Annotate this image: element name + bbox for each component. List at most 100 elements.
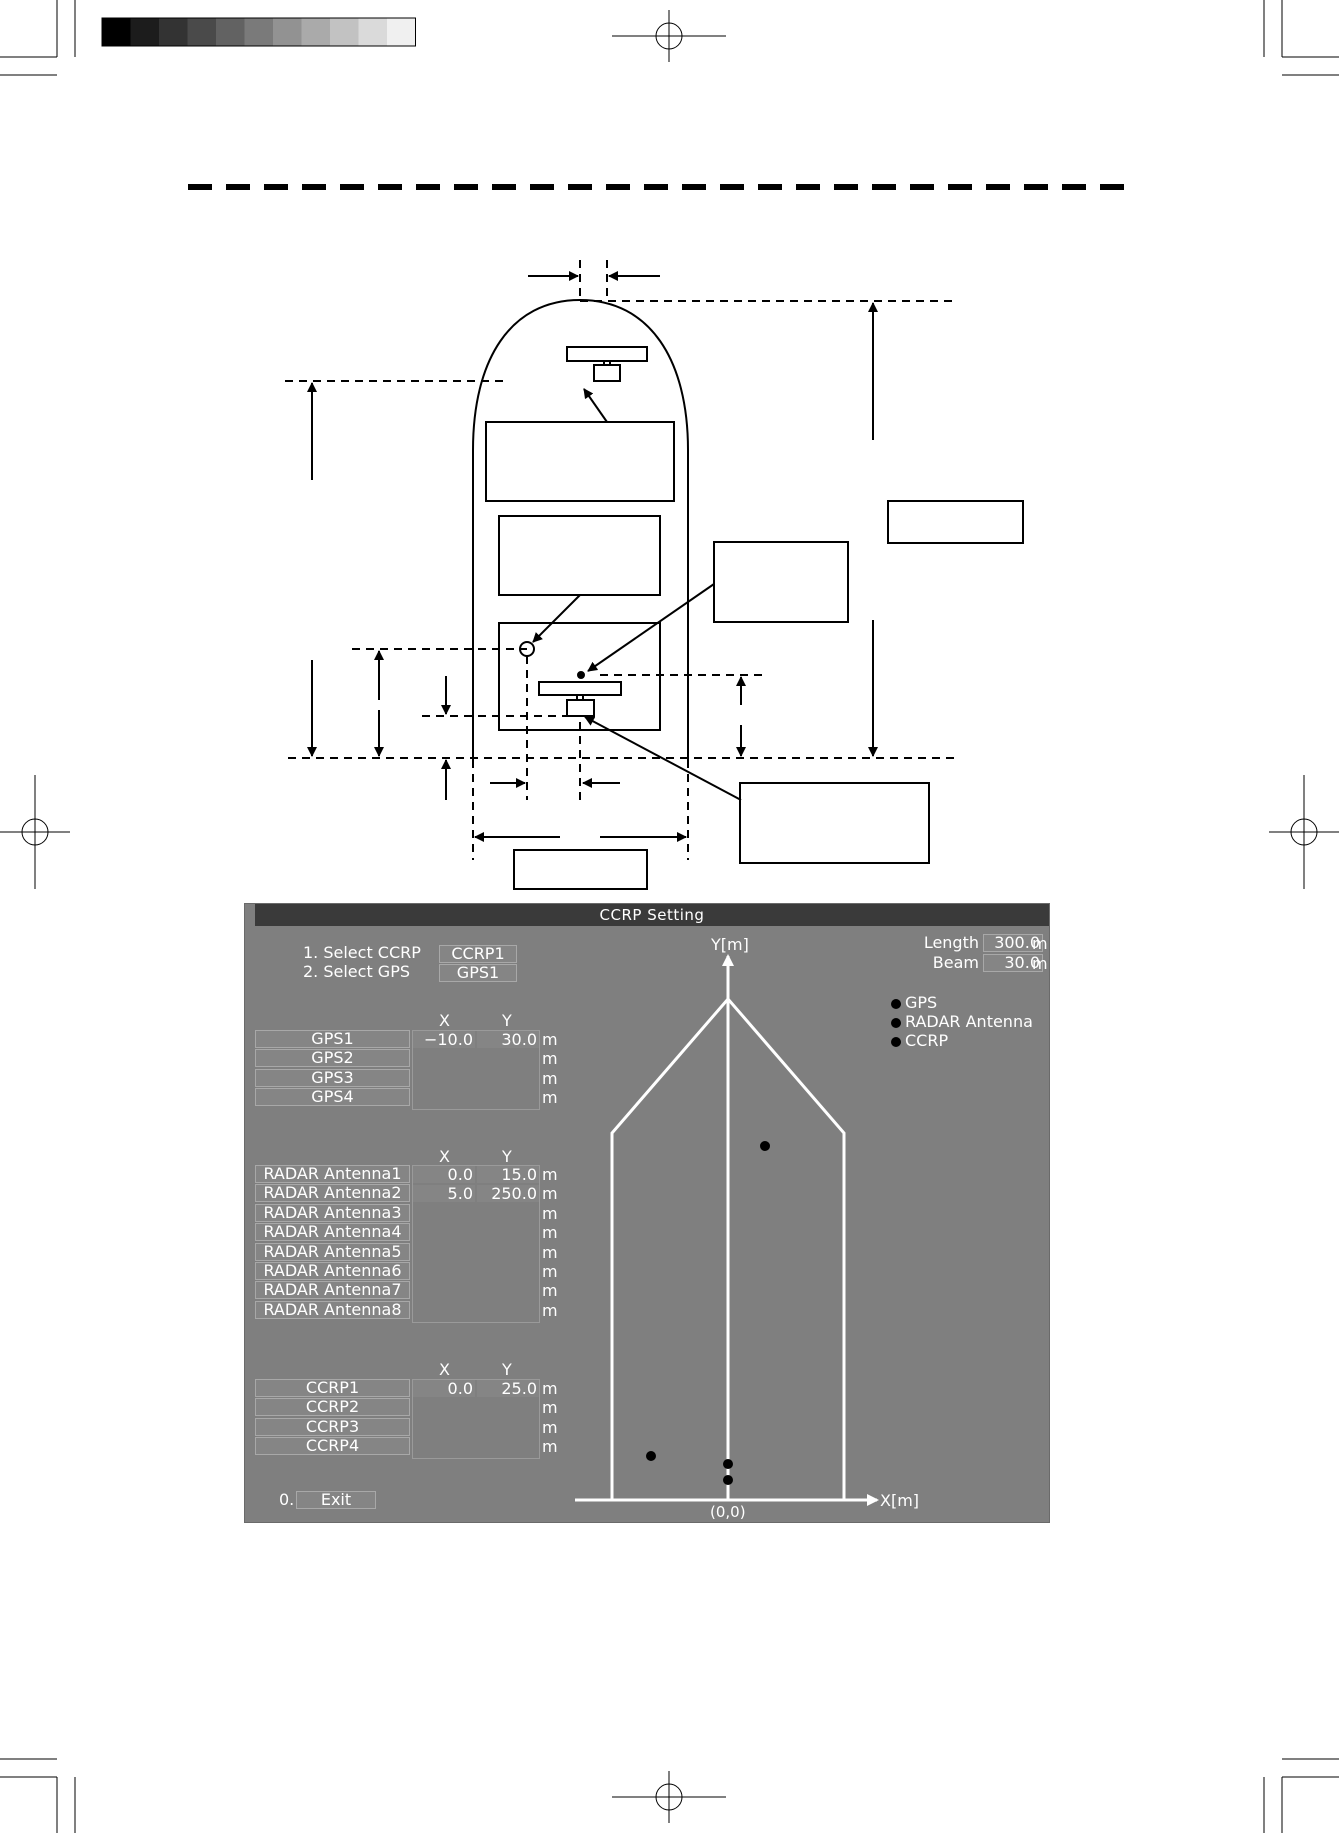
window-title: CCRP Setting: [255, 904, 1049, 926]
radar-row-y-field-8[interactable]: [477, 1302, 539, 1319]
gps-row-unit-2: m: [542, 1049, 558, 1069]
radar-row-unit-8: m: [542, 1300, 558, 1320]
radar-row-x-field-8[interactable]: [413, 1302, 475, 1319]
radar-row-y-field-4[interactable]: [477, 1224, 539, 1241]
radar-row-unit-6: m: [542, 1262, 558, 1281]
radar-row-y-field-1[interactable]: 15.0: [477, 1166, 539, 1183]
radar-column-x-header: X: [439, 1147, 450, 1166]
exit-index: 0.: [279, 1490, 295, 1509]
gps-row-name-3[interactable]: GPS3: [255, 1068, 410, 1087]
radar-row-x-field-4[interactable]: [413, 1224, 475, 1241]
radar-row-x-field-6[interactable]: [413, 1263, 475, 1280]
radar-column-y-header: Y: [502, 1147, 512, 1166]
ccrp-value-area: [412, 1379, 540, 1459]
upper-antenna-radiator: [566, 346, 648, 362]
radar-value-area: [412, 1165, 540, 1323]
gps-row-y-field-1[interactable]: 30.0: [477, 1031, 539, 1048]
gps-row-x-field-4[interactable]: [413, 1089, 475, 1106]
ccrp-position-marker: [577, 671, 585, 679]
radar-row-y-field-2[interactable]: 250.0: [477, 1185, 539, 1203]
radar-row-x-field-3[interactable]: [413, 1205, 475, 1222]
ccrp-row-name-3[interactable]: CCRP3: [255, 1417, 410, 1436]
gps-row-unit-4: m: [542, 1088, 558, 1108]
gps-row-unit-1: m: [542, 1030, 558, 1049]
gps-row-x-field-1[interactable]: −10.0: [413, 1031, 475, 1048]
plot-marker-radar-antenna1: [723, 1475, 733, 1485]
radar-row-unit-4: m: [542, 1223, 558, 1243]
beam-unit: m: [1032, 954, 1048, 973]
radar-row-name-7[interactable]: RADAR Antenna7: [255, 1281, 410, 1300]
gps-row-y-field-2[interactable]: [477, 1050, 539, 1067]
gps-row-name-2[interactable]: GPS2: [255, 1049, 410, 1068]
radar-row-name-1[interactable]: RADAR Antenna1: [255, 1165, 410, 1183]
length-value-field[interactable]: 300.0: [983, 934, 1043, 952]
plot-marker-gps1: [646, 1451, 656, 1461]
diagram-label-box-5: [739, 782, 930, 864]
radar-row-x-field-5[interactable]: [413, 1244, 475, 1261]
gps-value-area: [412, 1030, 540, 1110]
gps-row-unit-3: m: [542, 1068, 558, 1088]
ccrp-row-name-2[interactable]: CCRP2: [255, 1398, 410, 1417]
ccrp-row-y-field-3[interactable]: [477, 1419, 539, 1436]
legend-radar-marker-icon: [891, 1017, 901, 1028]
ccrp-row-x-field-4[interactable]: [413, 1438, 475, 1455]
radar-row-name-6[interactable]: RADAR Antenna6: [255, 1262, 410, 1280]
radar-row-x-field-1[interactable]: 0.0: [413, 1166, 475, 1183]
radar-row-name-8[interactable]: RADAR Antenna8: [255, 1300, 410, 1319]
gps-row-name-4[interactable]: GPS4: [255, 1088, 410, 1107]
select-gps-dropdown[interactable]: GPS1: [439, 964, 517, 982]
gps-row-name-1[interactable]: GPS1: [255, 1030, 410, 1048]
diagram-label-box-4: [887, 500, 1024, 544]
diagram-label-box-6: [513, 849, 648, 890]
radar-row-y-field-6[interactable]: [477, 1263, 539, 1280]
ccrp-setting-window: CCRP Setting 1. Select CCRP CCRP1 2. Sel…: [244, 903, 1050, 1523]
select-ccrp-label: 1. Select CCRP: [303, 943, 421, 962]
select-gps-label: 2. Select GPS: [303, 962, 410, 981]
ccrp-row-y-field-1[interactable]: 25.0: [477, 1380, 539, 1397]
legend-ccrp: CCRP: [891, 1032, 948, 1050]
ccrp-column-y-header: Y: [502, 1360, 512, 1379]
radar-row-name-4[interactable]: RADAR Antenna4: [255, 1223, 410, 1242]
radar-row-name-2[interactable]: RADAR Antenna2: [255, 1184, 410, 1203]
radar-row-y-field-3[interactable]: [477, 1205, 539, 1222]
diagram-label-box-3: [713, 541, 849, 623]
radar-row-y-field-7[interactable]: [477, 1282, 539, 1299]
radar-row-y-field-5[interactable]: [477, 1244, 539, 1261]
radar-row-unit-2: m: [542, 1184, 558, 1204]
legend-gps: GPS: [891, 994, 937, 1012]
ccrp-row-unit-1: m: [542, 1379, 558, 1398]
radar-row-name-5[interactable]: RADAR Antenna5: [255, 1242, 410, 1261]
ccrp-row-name-4[interactable]: CCRP4: [255, 1437, 410, 1456]
radar-row-x-field-7[interactable]: [413, 1282, 475, 1299]
ship-dimension-diagram: [188, 184, 1135, 890]
gps-column-x-header: X: [439, 1011, 450, 1030]
upper-antenna-pedestal: [593, 364, 621, 382]
plot-marker-radar-antenna2: [760, 1141, 770, 1151]
ccrp-row-unit-3: m: [542, 1417, 558, 1437]
beam-label: Beam: [932, 953, 979, 972]
gps-row-x-field-3[interactable]: [413, 1070, 475, 1087]
diagram-label-box-2: [498, 515, 661, 596]
ccrp-row-y-field-4[interactable]: [477, 1438, 539, 1455]
gps-row-x-field-2[interactable]: [413, 1050, 475, 1067]
lower-antenna-radiator: [538, 681, 622, 696]
plot-marker-ccrp1: [723, 1459, 733, 1469]
exit-button[interactable]: Exit: [296, 1491, 376, 1509]
gps-row-y-field-4[interactable]: [477, 1089, 539, 1106]
gps-row-y-field-3[interactable]: [477, 1070, 539, 1087]
ccrp-row-x-field-3[interactable]: [413, 1419, 475, 1436]
ccrp-row-x-field-1[interactable]: 0.0: [413, 1380, 475, 1397]
beam-value-field[interactable]: 30.0: [983, 954, 1043, 972]
plot-y-axis-label: Y[m]: [710, 935, 749, 954]
radar-row-name-3[interactable]: RADAR Antenna3: [255, 1203, 410, 1222]
radar-row-x-field-2[interactable]: 5.0: [413, 1185, 475, 1203]
radar-row-unit-3: m: [542, 1203, 558, 1223]
ccrp-row-name-1[interactable]: CCRP1: [255, 1379, 410, 1397]
ccrp-row-unit-4: m: [542, 1437, 558, 1457]
ccrp-row-x-field-2[interactable]: [413, 1399, 475, 1416]
ccrp-column-x-header: X: [439, 1360, 450, 1379]
select-ccrp-dropdown[interactable]: CCRP1: [439, 945, 517, 963]
ccrp-row-y-field-2[interactable]: [477, 1399, 539, 1416]
